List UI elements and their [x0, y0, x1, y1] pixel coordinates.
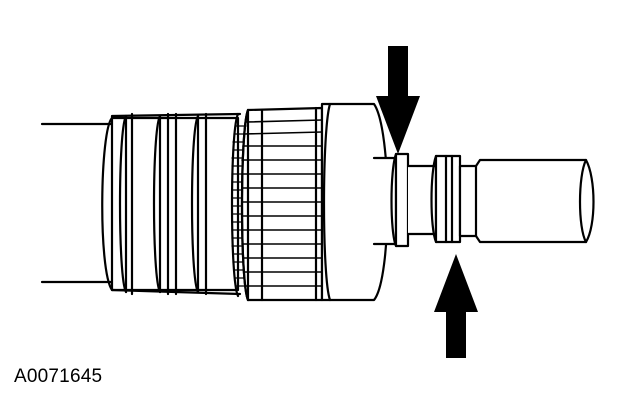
arrow-down-icon — [376, 46, 420, 154]
spline-collar — [240, 106, 324, 302]
shaft-body — [40, 122, 114, 284]
figure-caption: A0071645 — [14, 366, 103, 387]
grooved-barrel — [101, 112, 242, 296]
arrow-up-icon — [434, 254, 478, 358]
pilot-shaft — [372, 152, 595, 248]
